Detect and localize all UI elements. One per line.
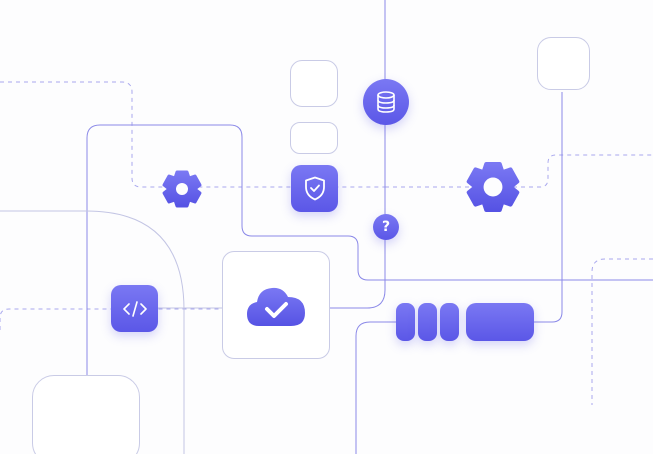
shield-check-icon	[304, 176, 326, 201]
progress-segment-3	[440, 303, 459, 341]
shield-tile	[291, 165, 338, 212]
connector-bottom-center	[355, 321, 398, 454]
tile-top-right	[537, 37, 590, 90]
connector-progress-to-top-right	[534, 92, 563, 323]
gear-icon	[162, 169, 202, 209]
dashed-connector-lower-left	[0, 308, 222, 330]
dashed-connector-top-left	[0, 81, 385, 188]
arc-connector-left	[0, 210, 185, 454]
progress-pill-icon	[396, 303, 534, 341]
question-icon: ?	[381, 219, 391, 235]
vertical-connector-top	[330, 0, 386, 309]
tile-bottom-left	[32, 375, 140, 454]
question-circle: ?	[373, 214, 399, 240]
database-icon	[376, 91, 396, 113]
code-icon	[122, 300, 147, 317]
connector-left-frame	[86, 124, 653, 376]
database-circle	[363, 79, 409, 125]
cloud-check-icon	[245, 283, 307, 327]
gear-icon	[466, 160, 520, 214]
progress-segment-1	[396, 303, 415, 341]
tile-small-center	[290, 122, 338, 154]
progress-segment-wide	[466, 303, 534, 341]
cloud-tile	[222, 251, 330, 359]
dashed-connector-right-edge	[591, 258, 653, 405]
tile-top-center	[290, 60, 338, 107]
dashed-connector-middle-right	[385, 154, 653, 188]
progress-segment-2	[418, 303, 437, 341]
code-tile	[111, 285, 158, 332]
